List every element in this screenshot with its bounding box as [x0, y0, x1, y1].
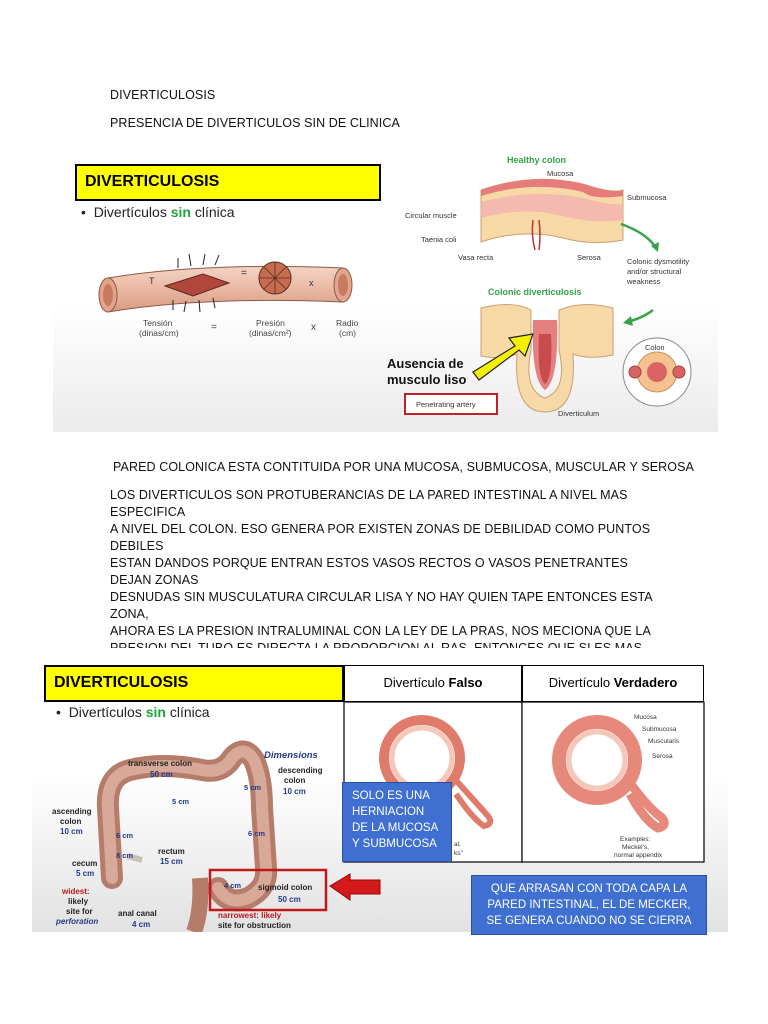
label-transverse: transverse colon: [128, 759, 192, 768]
header-true-diverticulum: Divertículo Verdadero: [522, 665, 704, 702]
label-cm-5b: 5 cm: [244, 783, 261, 792]
label-descending-2: colon: [284, 776, 305, 785]
true-label-appendix: normal appendix: [614, 852, 663, 859]
label-sigmoid-len: 50 cm: [278, 895, 301, 904]
slide-banner: DIVERTICULOSIS: [75, 164, 381, 201]
label-widest-3: site for: [66, 907, 93, 916]
colonic-diverticulosis-title: Colonic diverticulosis: [488, 287, 582, 297]
slide-diverticulosis-pressure: DIVERTICULOSIS • Divertículos sin clínic…: [53, 150, 718, 432]
label-rectum-len: 15 cm: [160, 857, 183, 866]
page-subheading: PRESENCIA DE DIVERTICULOS SIN DE CLINICA: [110, 116, 400, 130]
label-transverse-len: 50 cm: [150, 770, 173, 779]
label-narrowest-1: narrowest: likely: [218, 911, 282, 920]
tube-x-symbol: x: [309, 278, 314, 288]
tube-t-symbol: T: [149, 276, 155, 286]
label-cm-6: 6 cm: [116, 831, 133, 840]
label-cm-5: 5 cm: [172, 797, 189, 806]
formula-times: x: [311, 322, 316, 333]
tube-eq-symbol: =: [241, 268, 247, 279]
label-serosa: Serosa: [577, 253, 602, 262]
formula-tension-unit: (dinas/cm): [139, 328, 179, 338]
label-circular-muscle: Circular muscle: [405, 211, 457, 220]
label-anal: anal canal: [118, 909, 157, 918]
label-cm-6b: 6 cm: [248, 829, 265, 838]
slide-bullet: • Divertículos sin clínica: [81, 204, 235, 220]
label-cecum-len: 5 cm: [76, 869, 94, 878]
label-sigmoid: sigmoid colon: [258, 883, 312, 892]
label-cm-8: 8 cm: [116, 851, 133, 860]
true-label-submucosa: Submucosa: [642, 726, 677, 733]
label-widest-1: widest:: [61, 887, 90, 896]
label-diverticulum: Diverticulum: [558, 409, 599, 418]
label-widest-2: likely: [68, 897, 89, 906]
true-label-muscularis: Muscularis: [648, 738, 680, 745]
note-false-diverticulum: SOLO ES UNA HERNIACION DE LA MUCOSA Y SU…: [342, 782, 452, 862]
callout-musculo: musculo liso: [387, 372, 467, 387]
label-penetrating-artery: Penetrating artery: [416, 400, 476, 409]
label-cecum: cecum: [72, 859, 97, 868]
note-true-diverticulum: QUE ARRASAN CON TODA CAPA LA PARED INTES…: [471, 875, 707, 935]
tube-diagram: T = x Tensión (dinas/cm) = Presión (dina…: [98, 155, 692, 418]
label-mucosa: Mucosa: [547, 169, 574, 178]
label-narrowest-2: site for obstruction: [218, 921, 291, 930]
false-partial-1: al,: [454, 841, 461, 848]
callout-ausencia: Ausencia de: [387, 356, 464, 371]
dimensions-title: Dimensions: [264, 750, 318, 761]
label-dysmotility-2: and/or structural: [627, 267, 682, 276]
paragraph-colonic-wall: PARED COLONICA ESTA CONTITUIDA POR UNA M…: [113, 460, 694, 474]
label-descending-len: 10 cm: [283, 787, 306, 796]
slide2-bullet: • Divertículos sin clínica: [56, 704, 210, 720]
label-vasa-recta: Vasa recta: [458, 253, 494, 262]
formula-pressure-unit: (dinas/cm²): [249, 328, 292, 338]
header-false-diverticulum: Divertículo Falso: [344, 665, 522, 702]
label-widest-4: perforation: [55, 917, 98, 926]
label-anal-len: 4 cm: [132, 920, 150, 929]
formula-equals: =: [211, 322, 217, 333]
page-heading: DIVERTICULOSIS: [110, 88, 216, 102]
label-ascending-2: colon: [60, 817, 81, 826]
label-ascending: ascending: [52, 807, 92, 816]
label-colon: Colon: [645, 343, 665, 352]
label-descending: descending: [278, 766, 323, 775]
true-label-examples: Examples:: [620, 836, 651, 843]
formula-tension: Tensión: [143, 318, 173, 328]
formula-radius-unit: (cm): [339, 328, 356, 338]
label-rectum: rectum: [158, 847, 185, 856]
label-dysmotility-3: weakness: [626, 277, 661, 286]
true-label-serosa: Serosa: [652, 753, 673, 760]
formula-radius: Radio: [336, 318, 358, 328]
label-taenia-coli: Taenia coli: [421, 235, 457, 244]
label-submucosa: Submucosa: [627, 193, 667, 202]
label-ascending-len: 10 cm: [60, 827, 83, 836]
label-dysmotility: Colonic dysmotility: [627, 257, 689, 266]
true-label-mucosa: Mucosa: [634, 714, 657, 721]
true-label-meckel: Meckel's,: [622, 844, 649, 851]
label-cm-4: 4 cm: [224, 881, 241, 890]
slide2-banner: DIVERTICULOSIS: [44, 665, 344, 702]
false-partial-2: ks": [454, 850, 464, 857]
formula-pressure: Presión: [256, 318, 285, 328]
healthy-colon-title: Healthy colon: [507, 155, 566, 165]
